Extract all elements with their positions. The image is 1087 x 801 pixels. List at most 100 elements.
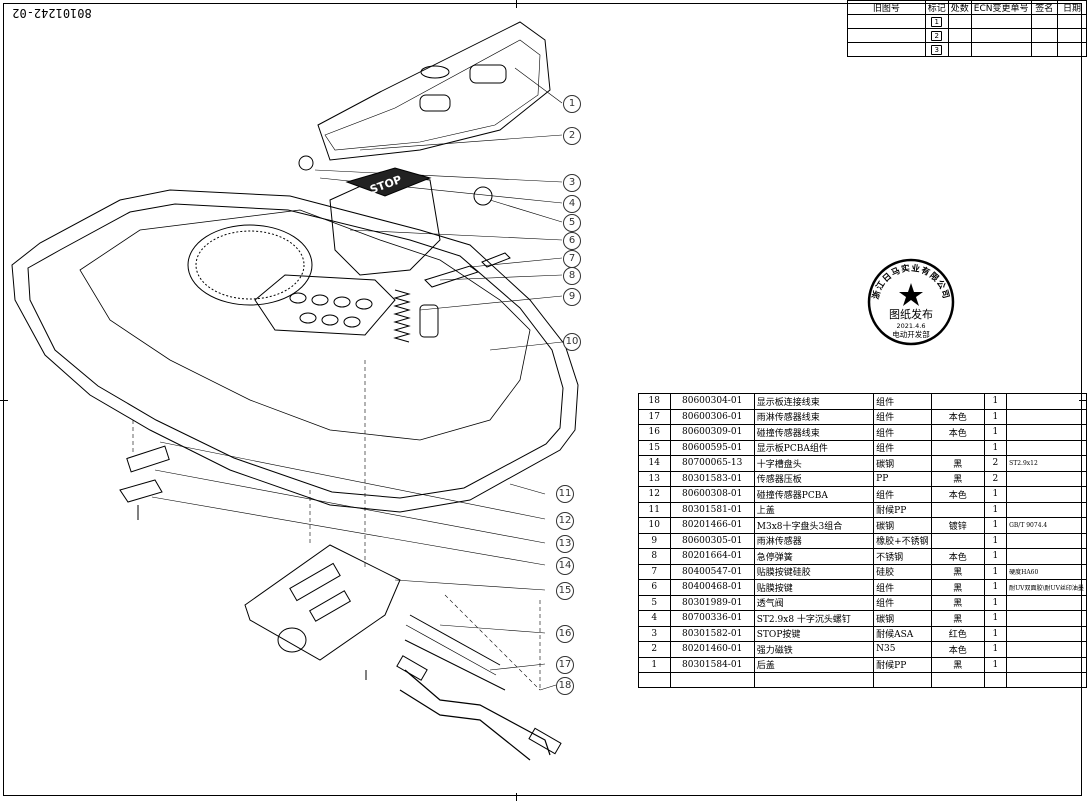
bom-cell-color: 黑 [930, 594, 985, 611]
bom-cell-color: 本色 [930, 424, 985, 441]
vent-valve [473, 186, 493, 206]
bom-cell-name: 透气阀 [753, 594, 875, 611]
bom-cell-pn: 80600305-01 [669, 532, 755, 549]
bom-cell-pn: 80600308-01 [669, 486, 755, 503]
bom-cell-remark: ST2.9x12 [1006, 455, 1087, 472]
bom-cell-idx: 16 [638, 424, 671, 441]
bom-cell-pn: 80201460-01 [669, 641, 755, 658]
bom-cell-name: 十字槽盘头 [753, 455, 875, 472]
bom-cell-remark: 耐UV双面胶\耐UV丝印油墨 [1006, 579, 1087, 596]
bom-cell-color [930, 532, 985, 549]
bom-cell-qty: 1 [983, 393, 1008, 410]
bom-cell-name: 后盖 [753, 656, 875, 673]
bom-cell-material: 组件 [873, 408, 932, 425]
bom-cell-qty: 1 [983, 641, 1008, 658]
bom-cell-material: 组件 [873, 579, 932, 596]
bom-cell-remark [1006, 486, 1087, 503]
bom-cell-remark [1006, 641, 1087, 658]
bom-cell-color: 黑 [930, 610, 985, 627]
revision-row: 3 [847, 42, 1087, 57]
bom-cell-material: PP [873, 470, 932, 487]
bom-cell-qty: 1 [983, 563, 1008, 580]
bom-cell-name: 显示板连接线束 [753, 393, 875, 410]
rain-sensor [419, 304, 439, 338]
callout-3: 3 [563, 174, 581, 192]
bom-cell-color: 红色 [930, 625, 985, 642]
sensor-clip [424, 265, 480, 288]
callout-18: 18 [556, 677, 574, 695]
base-housing [11, 189, 579, 513]
harness-18 [404, 669, 551, 756]
bom-cell-remark [1006, 656, 1087, 673]
bom-cell-name: STOP按键 [753, 625, 875, 642]
bom-cell-pn: 80201664-01 [669, 548, 755, 565]
bom-cell-name: ST2.9x8 十字沉头螺钉 [753, 610, 875, 627]
revision-table: 旧图号 标记 处数 ECN变更单号 签名 日期 1 2 3 [847, 0, 1087, 57]
callout-5: 5 [563, 214, 581, 232]
bom-cell-material: 橡胶+不锈钢 [873, 532, 932, 549]
button-panel [254, 274, 396, 336]
callout-8: 8 [563, 267, 581, 285]
bom-cell-color [930, 439, 985, 456]
bom-cell-name: 雨淋传感器 [753, 532, 875, 549]
bom-cell-pn: 80600595-01 [669, 439, 755, 456]
callout-17: 17 [556, 656, 574, 674]
bom-cell-material: 碳钢 [873, 610, 932, 627]
bom-cell-pn: 80700336-01 [669, 610, 755, 627]
bom-cell-material: N35 [873, 641, 932, 658]
bom-cell-color: 黑 [930, 563, 985, 580]
bom-cell-qty: 2 [983, 470, 1008, 487]
bom-cell-color: 黑 [930, 579, 985, 596]
callout-2: 2 [563, 127, 581, 145]
bom-cell-name: 碰撞传感器PCBA [753, 486, 875, 503]
bom-cell-remark [1006, 625, 1087, 642]
spring [393, 289, 411, 343]
callout-15: 15 [556, 582, 574, 600]
bom-cell-color: 本色 [930, 641, 985, 658]
bom-cell-pn: 80201466-01 [669, 517, 755, 534]
bom-cell-idx: 5 [638, 594, 671, 611]
bom-cell-name: 显示板PCBA组件 [753, 439, 875, 456]
bom-cell-idx: 11 [638, 501, 671, 518]
bom-cell-pn: 80301989-01 [669, 594, 755, 611]
bom-cell-pn: 80600304-01 [669, 393, 755, 410]
bom-cell-name: 碰撞传感器线束 [753, 424, 875, 441]
bom-cell-idx: 9 [638, 532, 671, 549]
center-tick-top [516, 0, 517, 8]
bom-cell-qty: 2 [983, 455, 1008, 472]
bom-cell-material: 硅胶 [873, 563, 932, 580]
bom-cell-name: 上盖 [753, 501, 875, 518]
bom-cell-material: 耐候PP [873, 501, 932, 518]
callout-12: 12 [556, 512, 574, 530]
bom-cell-remark [1006, 532, 1087, 549]
rear-cover [317, 21, 551, 161]
bom-cell-color [930, 501, 985, 518]
bom-cell-remark [1006, 610, 1087, 627]
revision-row: 1 [847, 14, 1087, 29]
pressure-plate [119, 479, 163, 503]
bom-cell-idx: 17 [638, 408, 671, 425]
bom-cell-idx: 13 [638, 470, 671, 487]
bom-cell-remark [1006, 439, 1087, 456]
center-tick-bottom [516, 793, 517, 801]
bom-cell-color: 镀锌 [930, 517, 985, 534]
callout-13: 13 [556, 535, 574, 553]
bom-cell-remark [1006, 501, 1087, 518]
bom-cell-remark [1006, 408, 1087, 425]
bom-cell-qty: 1 [983, 594, 1008, 611]
stamp-date: 2021.4.6 [897, 322, 926, 330]
bom-cell-color: 黑 [930, 470, 985, 487]
star-icon [899, 283, 923, 306]
